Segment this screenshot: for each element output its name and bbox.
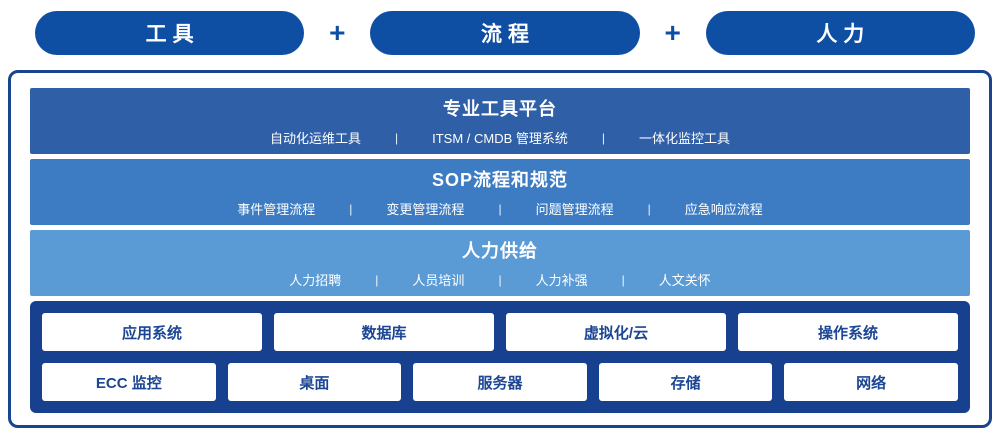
item-separator: | — [394, 130, 399, 145]
pill-tools: 工具 — [35, 11, 305, 55]
infra-box: 服务器 — [413, 363, 587, 401]
band-manpower-supply: 人力供给 人力招聘 | 人员培训 | 人力补强 | 人文关怀 — [30, 230, 970, 296]
infra-box: 数据库 — [274, 313, 494, 351]
band-item: 应急响应流程 — [684, 202, 763, 217]
band-tool-platform: 专业工具平台 自动化运维工具 | ITSM / CMDB 管理系统 | 一体化监控工具 — [30, 88, 970, 154]
infrastructure-row-2: ECC 监控桌面服务器存储网络 — [42, 363, 958, 401]
pill-manpower-label: 人力 — [816, 23, 871, 46]
item-separator: | — [601, 130, 606, 145]
infra-box: 网络 — [784, 363, 958, 401]
band-item: 问题管理流程 — [535, 202, 614, 217]
pill-process: 流程 — [370, 11, 640, 55]
band-item: 人文关怀 — [658, 273, 711, 288]
item-separator: | — [349, 201, 353, 216]
item-separator: | — [647, 201, 651, 216]
infrastructure-row-1: 应用系统数据库虚拟化/云操作系统 — [42, 313, 958, 351]
band-tool-platform-items: 自动化运维工具 | ITSM / CMDB 管理系统 | 一体化监控工具 — [270, 128, 730, 147]
band-item: 人员培训 — [412, 273, 465, 288]
band-item: 变更管理流程 — [386, 202, 465, 217]
band-item: 人力补强 — [535, 273, 588, 288]
band-sop-process-items: 事件管理流程 | 变更管理流程 | 问题管理流程 | 应急响应流程 — [237, 199, 762, 218]
infra-box: ECC 监控 — [42, 363, 216, 401]
pill-process-label: 流程 — [480, 23, 535, 46]
infra-box: 桌面 — [227, 363, 402, 401]
infra-box: 虚拟化/云 — [506, 313, 726, 351]
item-separator: | — [375, 272, 379, 287]
plus-icon: + — [664, 17, 681, 48]
plus-icon: + — [329, 17, 346, 48]
item-separator: | — [621, 272, 625, 287]
band-item: 自动化运维工具 — [269, 131, 361, 146]
pill-tools-label: 工具 — [145, 23, 200, 46]
band-item: 事件管理流程 — [237, 202, 316, 217]
band-manpower-supply-title: 人力供给 — [462, 241, 538, 261]
band-tool-platform-title: 专业工具平台 — [443, 99, 557, 119]
pill-manpower: 人力 — [705, 11, 975, 55]
band-sop-process-title: SOP流程和规范 — [431, 170, 568, 190]
band-item: 一体化监控工具 — [639, 131, 731, 146]
infra-box: 应用系统 — [42, 313, 262, 351]
band-manpower-supply-items: 人力招聘 | 人员培训 | 人力补强 | 人文关怀 — [289, 270, 710, 289]
main-panel: 专业工具平台 自动化运维工具|ITSM / CMDB 管理系统|一体化监控工具 … — [8, 70, 992, 428]
infra-box: 存储 — [598, 363, 773, 401]
band-item: 人力招聘 — [289, 273, 342, 288]
infrastructure-base: 应用系统数据库虚拟化/云操作系统 ECC 监控桌面服务器存储网络 — [30, 301, 970, 413]
item-separator: | — [498, 201, 502, 216]
band-item: ITSM / CMDB 管理系统 — [432, 131, 568, 146]
item-separator: | — [498, 272, 502, 287]
band-sop-process: SOP流程和规范 事件管理流程 | 变更管理流程 | 问题管理流程 | 应急响应流程 — [30, 159, 970, 225]
infra-box: 操作系统 — [738, 313, 958, 351]
header-row: 工具 + 流程 + 人力 — [0, 0, 1000, 56]
